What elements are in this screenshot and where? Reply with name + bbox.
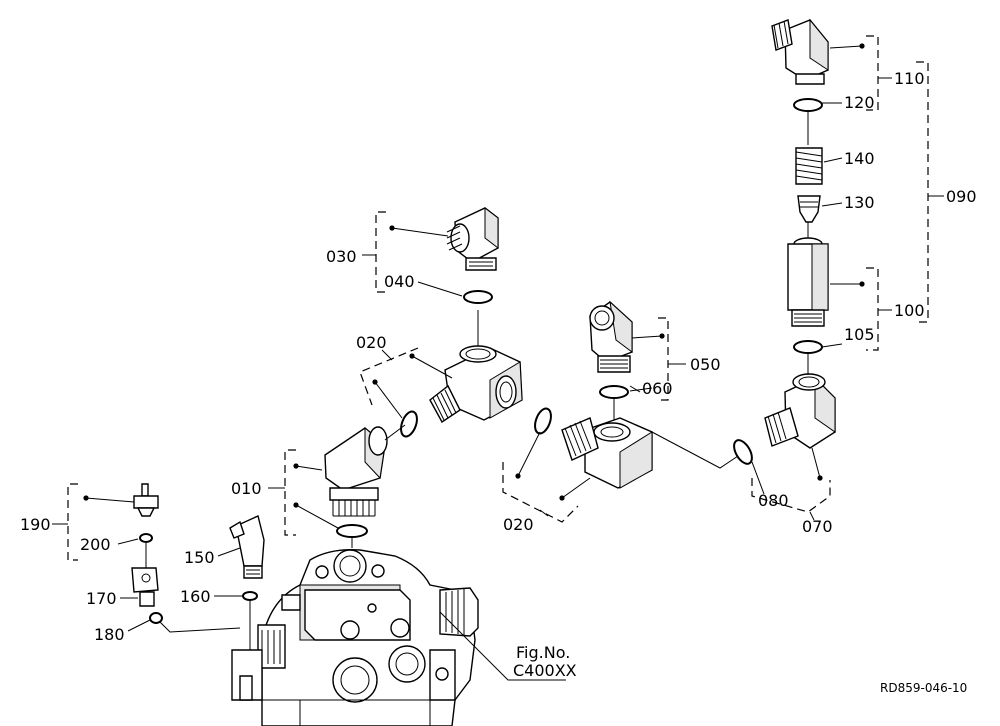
o-ring-080 — [733, 439, 753, 465]
bracket-070 — [751, 447, 831, 521]
elbow-fitting-010 — [324, 426, 388, 517]
callout-070: 070 — [802, 517, 833, 536]
bracket-090 — [916, 61, 944, 323]
bracket-190 — [52, 483, 135, 561]
callout-020-upper: 020 — [356, 333, 387, 352]
callout-030: 030 — [326, 247, 357, 266]
callout-200: 200 — [80, 535, 111, 554]
callout-180: 180 — [94, 625, 125, 644]
callout-110: 110 — [894, 69, 925, 88]
fig-no-label: Fig.No. — [516, 643, 570, 662]
callout-140: 140 — [844, 149, 875, 168]
spring-140 — [795, 147, 823, 185]
callout-190: 190 — [20, 515, 51, 534]
o-ring-060 — [599, 385, 629, 399]
bracket-020-lower — [502, 431, 591, 523]
o-ring-040 — [463, 290, 493, 304]
o-ring-105 — [793, 340, 823, 354]
elbow-fitting-050 — [589, 300, 633, 373]
callout-105: 105 — [844, 325, 875, 344]
callout-120: 120 — [844, 93, 875, 112]
elbow-fitting-150 — [229, 515, 265, 579]
pump-body — [231, 549, 479, 726]
o-ring-020-left — [400, 410, 418, 438]
fig-no-code: C400XX — [513, 661, 577, 680]
bracket-030 — [362, 211, 463, 297]
elbow-fitting-070 — [764, 373, 836, 449]
elbow-fitting-030 — [446, 206, 499, 271]
callout-100: 100 — [894, 301, 925, 320]
o-ring-120 — [793, 98, 823, 112]
callout-130: 130 — [844, 193, 875, 212]
poppet-130 — [797, 195, 821, 223]
drawing-code: RD859-046-10 — [880, 681, 967, 695]
o-ring-180 — [149, 612, 163, 624]
callout-160: 160 — [180, 587, 211, 606]
o-ring-200 — [139, 533, 153, 543]
callout-010: 010 — [231, 479, 262, 498]
fig-ref-leader — [439, 611, 566, 681]
callout-090: 090 — [946, 187, 977, 206]
bracket-110 — [822, 35, 892, 111]
fitting-190 — [133, 483, 159, 517]
callout-020-lower: 020 — [503, 515, 534, 534]
elbow-fitting-110 — [771, 18, 829, 85]
o-ring-010-lower — [336, 524, 368, 538]
o-ring-160 — [242, 591, 258, 601]
bracket-010 — [268, 449, 339, 536]
block-tee-020-lower — [561, 417, 653, 489]
callout-040: 040 — [384, 272, 415, 291]
callout-150: 150 — [184, 548, 215, 567]
valve-body-100 — [787, 237, 829, 327]
cross-tee-020-upper — [429, 345, 523, 424]
bracket-100 — [821, 267, 892, 351]
callout-050: 050 — [690, 355, 721, 374]
callout-080: 080 — [758, 491, 789, 510]
callout-170: 170 — [86, 589, 117, 608]
callout-060: 060 — [642, 379, 673, 398]
block-fitting-170 — [131, 567, 159, 607]
o-ring-020-right — [534, 407, 552, 435]
bracket-020-upper — [359, 347, 453, 419]
bracket-050 — [629, 317, 686, 401]
